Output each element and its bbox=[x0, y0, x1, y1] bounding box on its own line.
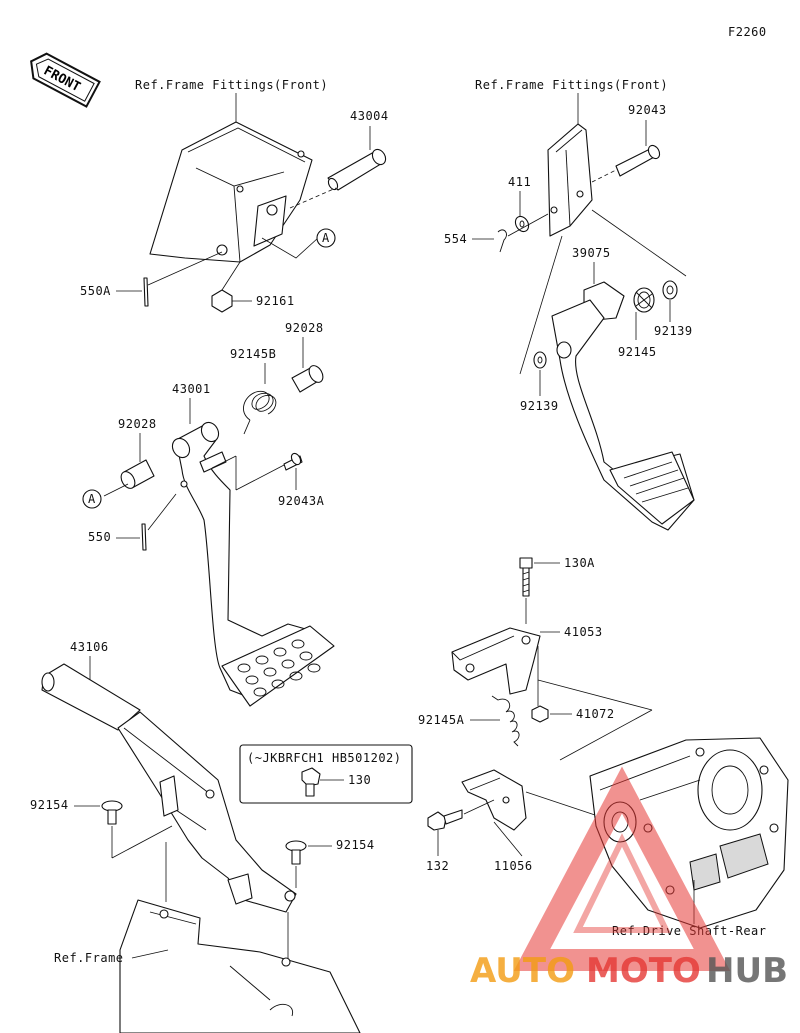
part-43106-label: 43106 bbox=[70, 640, 109, 654]
pin-92043A bbox=[283, 452, 303, 471]
part-92145B-label: 92145B bbox=[230, 347, 276, 361]
svg-text:A: A bbox=[322, 231, 330, 245]
part-92154-right-label: 92154 bbox=[336, 838, 375, 852]
bolt-130 bbox=[301, 767, 321, 797]
part-411-label: 411 bbox=[508, 175, 531, 189]
serial-note-text: (~JKBRFCH1 HB501202) bbox=[247, 751, 402, 765]
callout-a-left: A bbox=[82, 489, 102, 509]
part-550-label: 550 bbox=[88, 530, 111, 544]
bolt-132 bbox=[427, 809, 463, 831]
ref-frame-fittings-left-label: Ref.Frame Fittings(Front) bbox=[135, 78, 328, 92]
part-43004-label: 43004 bbox=[350, 109, 389, 123]
part-92028-left-label: 92028 bbox=[118, 417, 157, 431]
bushing-92139-right bbox=[662, 280, 678, 300]
part-92161-label: 92161 bbox=[256, 294, 295, 308]
figure-code: F2260 bbox=[728, 25, 767, 39]
bolt-92154-left bbox=[101, 800, 123, 825]
watermark-moto: MOTO bbox=[586, 951, 701, 991]
part-92145A-label: 92145A bbox=[418, 713, 465, 727]
frame-section bbox=[119, 899, 361, 1033]
front-arrow-badge: FRONT bbox=[30, 52, 101, 108]
svg-text:A: A bbox=[88, 492, 96, 506]
part-92139-right-label: 92139 bbox=[654, 324, 693, 338]
part-92139-left-label: 92139 bbox=[520, 399, 559, 413]
bracket-41053 bbox=[451, 627, 541, 695]
part-554-label: 554 bbox=[444, 232, 467, 246]
spring-92145A bbox=[491, 695, 520, 747]
part-550A-label: 550A bbox=[80, 284, 111, 298]
automotohub-watermark: AUTO MOTO HUB bbox=[470, 766, 788, 991]
brake-pedal-bracket bbox=[149, 121, 313, 263]
part-92028-top-label: 92028 bbox=[285, 321, 324, 335]
nut-92161 bbox=[211, 289, 233, 313]
part-43001-label: 43001 bbox=[172, 382, 211, 396]
callout-a-top: A bbox=[316, 228, 336, 248]
bushing-92028-top bbox=[291, 365, 324, 393]
part-92043-label: 92043 bbox=[628, 103, 667, 117]
accelerator-pedal bbox=[551, 281, 695, 531]
spring-92145 bbox=[633, 287, 655, 313]
bushing-92139-left bbox=[533, 351, 547, 369]
watermark-auto: AUTO bbox=[470, 951, 575, 991]
bushing-92028-left bbox=[120, 459, 155, 489]
brake-pedal-pad bbox=[221, 625, 335, 707]
watermark-hub: HUB bbox=[706, 951, 788, 991]
brake-pedal-43001 bbox=[171, 421, 335, 707]
part-130A-label: 130A bbox=[564, 556, 595, 570]
serial-note-box: (~JKBRFCH1 HB501202) 130 bbox=[239, 744, 413, 804]
pivot-pin-43004 bbox=[327, 148, 387, 191]
part-39075-label: 39075 bbox=[572, 246, 611, 260]
part-92154-left-label: 92154 bbox=[30, 798, 69, 812]
pin-92043 bbox=[615, 144, 661, 177]
bolt-130A bbox=[519, 557, 533, 597]
ref-frame-label: Ref.Frame bbox=[54, 951, 124, 965]
watermark-triangle bbox=[513, 766, 731, 971]
part-11056-label: 11056 bbox=[494, 859, 533, 873]
part-92043A-label: 92043A bbox=[278, 494, 325, 508]
ref-frame-fittings-right-label: Ref.Frame Fittings(Front) bbox=[475, 78, 668, 92]
bolt-92154-right bbox=[285, 840, 307, 865]
part-41072-label: 41072 bbox=[576, 707, 615, 721]
parking-brake-lever-43106 bbox=[41, 663, 297, 913]
accelerator-bracket bbox=[547, 123, 593, 237]
part-41053-label: 41053 bbox=[564, 625, 603, 639]
part-132-label: 132 bbox=[426, 859, 449, 873]
part-92145-label: 92145 bbox=[618, 345, 657, 359]
washer-411 bbox=[514, 215, 530, 233]
nut-41072 bbox=[531, 705, 549, 723]
spring-92145B bbox=[243, 390, 277, 435]
part-130-label: 130 bbox=[348, 773, 371, 787]
